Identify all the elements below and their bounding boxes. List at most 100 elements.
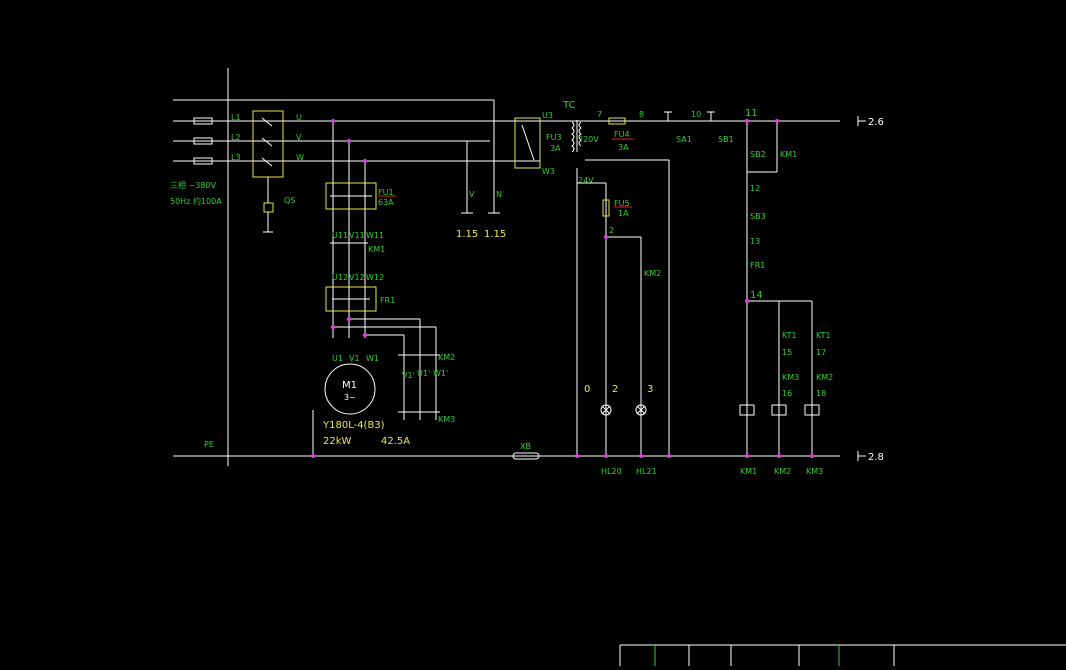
ref-top-label: 2.6 (868, 117, 884, 128)
sb3-label: SB3 (750, 212, 766, 221)
tc-term-w3: W3 (542, 167, 555, 176)
term-u12: U12 (332, 273, 348, 282)
node-cross-w (363, 333, 367, 337)
fu1-rating: 63A (378, 198, 394, 207)
km3-main-label: KM3 (438, 415, 455, 424)
node-u (331, 119, 335, 123)
kt1b-label: KT1 (816, 331, 831, 340)
fr1-label: FR1 (380, 296, 395, 305)
lamp-hl21-x2 (636, 405, 646, 415)
fu3-inner (521, 124, 535, 161)
motor-model: Y180L-4(B3) (322, 420, 385, 431)
motor-symbol: 3~ (344, 393, 356, 402)
term-u1: U1 (332, 354, 343, 363)
lamp-hl20-x2 (601, 405, 611, 415)
fr1-contact-label: FR1 (750, 261, 765, 270)
term-v1p: V1' (402, 371, 415, 380)
fuse-l1 (193, 117, 213, 125)
wire-8: 8 (639, 110, 644, 119)
term-w1p: W1' (433, 369, 448, 378)
lamp-label-hl20: HL20 (601, 467, 622, 476)
node-pe-7 (810, 454, 814, 458)
lamp-label-hl21: HL21 (636, 467, 657, 476)
term-v12: V12 (349, 273, 365, 282)
node-pe-motor (311, 454, 315, 458)
socket-n-rating: 1.15 (484, 229, 506, 240)
term-u11: U11 (332, 231, 348, 240)
wire-0: 0 (584, 384, 590, 395)
qs-label: QS (284, 196, 295, 205)
wire-7: 7 (597, 110, 602, 119)
lamp-hl20 (600, 404, 612, 416)
fu5-fuse (602, 199, 610, 217)
term-v11: V11 (349, 231, 365, 240)
coil-km1 (739, 404, 755, 416)
node-hold (775, 119, 779, 123)
motor-m1 (324, 363, 376, 415)
sa1-label: SA1 (676, 135, 692, 144)
wire-17: 17 (816, 348, 826, 357)
node-pe-1 (575, 454, 579, 458)
qs-contact-2 (261, 137, 273, 147)
sb1-label: SB1 (718, 135, 734, 144)
coil-km2 (771, 404, 787, 416)
kt1a-label: KT1 (782, 331, 797, 340)
coil-label-km1: KM1 (740, 467, 757, 476)
tc-label: TC (562, 100, 576, 111)
socket-v-label: V (469, 190, 475, 199)
bus-label-u: U (296, 113, 302, 122)
wire-11: 11 (745, 108, 758, 119)
sb2-label: SB2 (750, 150, 766, 159)
qs-contact-3 (261, 157, 273, 167)
node-cross-v (347, 317, 351, 321)
km2-main-label: KM2 (438, 353, 455, 362)
xb-label: XB (520, 442, 531, 451)
motor-current: 42.5A (381, 436, 410, 447)
motor-name: M1 (342, 380, 357, 391)
wire-14: 14 (750, 290, 763, 301)
tc-primary-coil (571, 121, 575, 153)
km3-interlock-label: KM3 (782, 373, 799, 382)
wire-2: 2 (612, 384, 618, 395)
ref-bottom-label: 2.8 (868, 452, 884, 463)
xb-connector (512, 452, 540, 460)
phase-label-l2: L2 (231, 133, 241, 142)
wire-15: 15 (782, 348, 792, 357)
bus-label-v: V (296, 133, 302, 142)
fu4-label: FU4 (614, 130, 630, 139)
tc-secondary-coil (578, 121, 582, 147)
qs-contact-1 (261, 117, 273, 127)
fr1-box (325, 286, 377, 312)
socket-v-rating: 1.15 (456, 229, 478, 240)
phase-label-l3: L3 (231, 153, 241, 162)
wire-10: 10 (691, 110, 701, 119)
wire-3: 3 (647, 384, 653, 395)
wire-13: 13 (750, 237, 760, 246)
km2-interlock-label: KM2 (816, 373, 833, 382)
fu3-rating: 3A (550, 144, 561, 153)
term-v1: V1 (349, 354, 360, 363)
tc-term-u3: U3 (542, 111, 553, 120)
node-cross-u (331, 325, 335, 329)
wire-12: 12 (750, 184, 760, 193)
lamp-hl21 (635, 404, 647, 416)
node-lamp-split (604, 235, 608, 239)
bus-label-w: W (296, 153, 304, 162)
node-14 (745, 299, 749, 303)
km1-main-label: KM1 (368, 245, 385, 254)
supply-note-line1: 三相 ~380V (170, 180, 217, 190)
fuse-l2 (193, 137, 213, 145)
supply-note-line2: 50Hz 约100A (170, 196, 222, 206)
node-v (347, 139, 351, 143)
phase-label-l1: L1 (231, 113, 241, 122)
term-w1: W1 (366, 354, 379, 363)
node-pe-5 (745, 454, 749, 458)
node-pe-3 (639, 454, 643, 458)
fu3-label: FU3 (546, 133, 562, 142)
term-u1p: U1' (417, 369, 430, 378)
fu1-label: FU1 (378, 188, 394, 197)
km2-lamp-contact: KM2 (644, 269, 661, 278)
wire-z: 2 (609, 226, 614, 235)
